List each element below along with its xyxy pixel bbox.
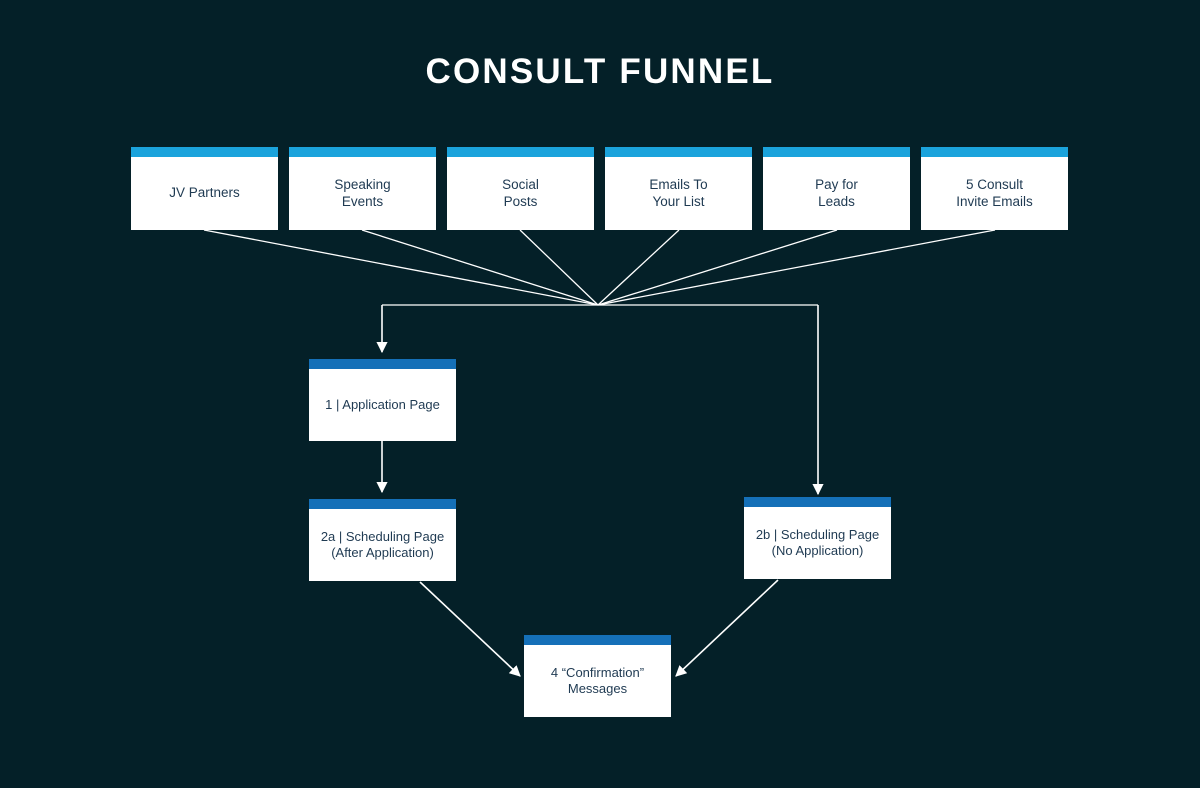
source-box-label: Emails To Your List — [649, 177, 708, 209]
wire-scheduling-none-to-confirmation — [675, 579, 779, 677]
wire-source-4 — [597, 229, 680, 306]
stage-box-confirmation-messages[interactable]: 4 “Confirmation” Messages — [524, 635, 671, 717]
source-box-jv-partners[interactable]: JV Partners — [131, 147, 278, 230]
box-accent-bar — [309, 359, 456, 369]
box-accent-bar — [524, 635, 671, 645]
box-accent-bar — [921, 147, 1068, 157]
stage-box-scheduling-no-application[interactable]: 2b | Scheduling Page (No Application) — [744, 497, 891, 579]
box-accent-bar — [447, 147, 594, 157]
source-box-label: 5 Consult Invite Emails — [956, 177, 1033, 209]
stage-box-label: 2a | Scheduling Page (After Application) — [320, 529, 445, 560]
wire-source-2 — [361, 229, 599, 306]
source-box-label: Speaking Events — [334, 177, 391, 209]
page-title: CONSULT FUNNEL — [425, 52, 775, 91]
wire-source-5 — [597, 229, 838, 306]
box-accent-bar — [744, 497, 891, 507]
stage-box-label: 1 | Application Page — [325, 397, 440, 413]
wire-scheduling-after-to-confirmation — [419, 581, 521, 677]
source-box-label: Social Posts — [502, 177, 539, 209]
stage-box-label: 2b | Scheduling Page (No Application) — [755, 527, 880, 558]
box-accent-bar — [605, 147, 752, 157]
wire-source-3 — [519, 229, 599, 306]
box-accent-bar — [131, 147, 278, 157]
stage-box-application-page[interactable]: 1 | Application Page — [309, 359, 456, 441]
source-box-consult-invite-emails[interactable]: 5 Consult Invite Emails — [921, 147, 1068, 230]
stage-box-label: 4 “Confirmation” Messages — [550, 665, 645, 696]
source-box-speaking-events[interactable]: Speaking Events — [289, 147, 436, 230]
source-box-emails-to-your-list[interactable]: Emails To Your List — [605, 147, 752, 230]
wire-source-1 — [203, 229, 599, 306]
stage-box-scheduling-after-application[interactable]: 2a | Scheduling Page (After Application) — [309, 499, 456, 581]
box-accent-bar — [763, 147, 910, 157]
source-box-label: Pay for Leads — [815, 177, 858, 209]
wire-source-6 — [597, 229, 996, 306]
source-box-label: JV Partners — [169, 185, 240, 201]
box-accent-bar — [289, 147, 436, 157]
source-box-pay-for-leads[interactable]: Pay for Leads — [763, 147, 910, 230]
box-accent-bar — [309, 499, 456, 509]
source-box-social-posts[interactable]: Social Posts — [447, 147, 594, 230]
